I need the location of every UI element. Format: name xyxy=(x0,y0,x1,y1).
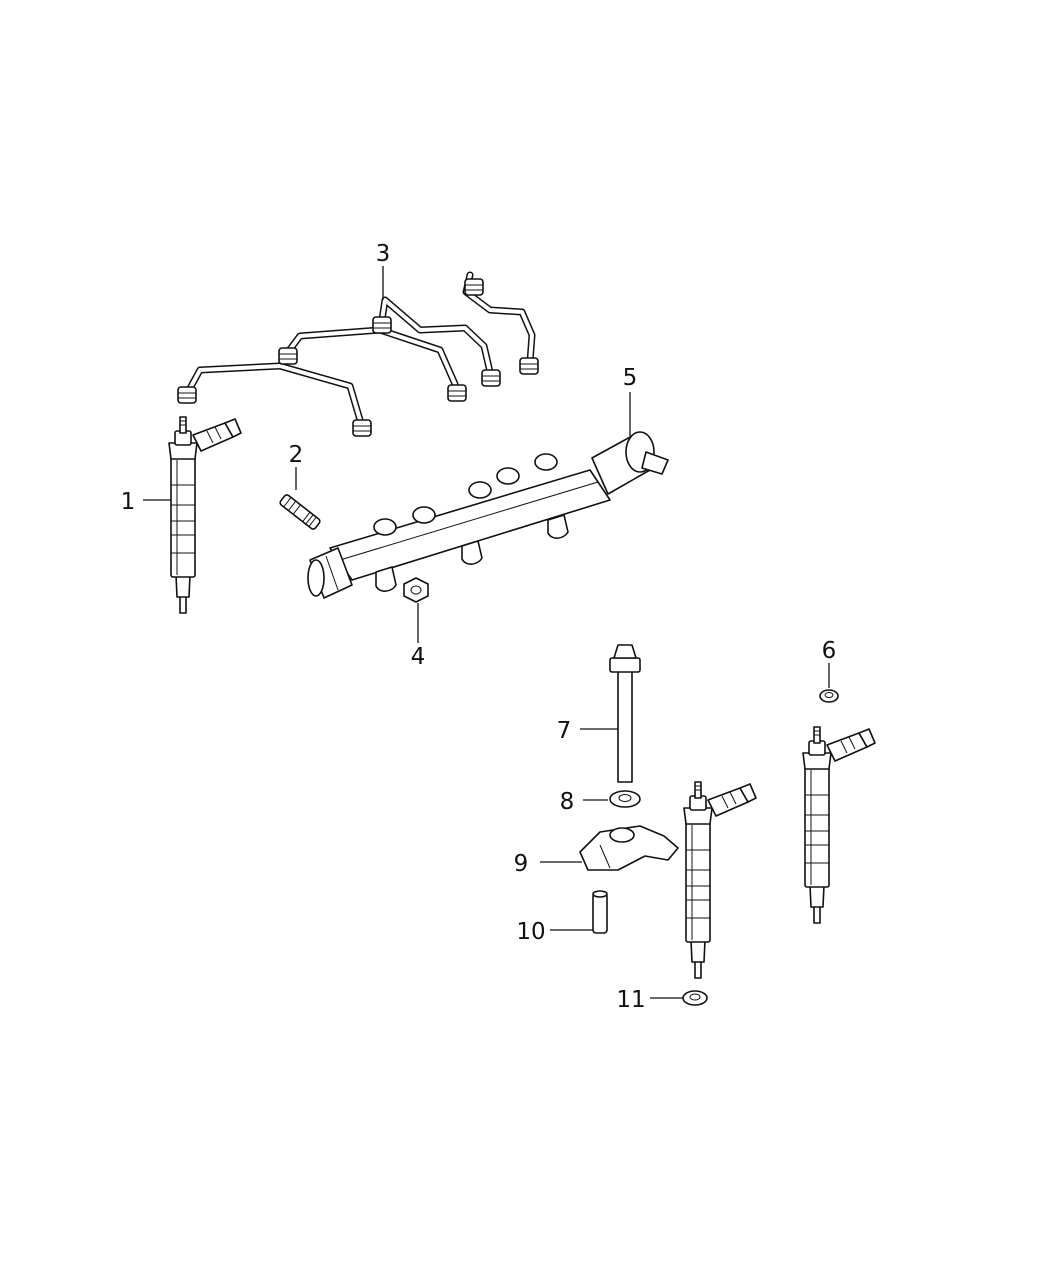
washer xyxy=(609,790,641,808)
dowel-pin xyxy=(592,890,608,934)
fuel-injector-lower-center xyxy=(683,781,757,979)
callout-8: 8 xyxy=(560,789,575,815)
leader-lines xyxy=(143,266,830,999)
callout-4: 4 xyxy=(411,644,426,670)
injector-seal xyxy=(682,990,708,1006)
callout-7: 7 xyxy=(557,718,572,744)
injector-clamp xyxy=(579,825,679,871)
callout-6: 6 xyxy=(822,638,837,664)
small-washer xyxy=(819,689,839,703)
callout-labels: 1 2 3 4 5 6 7 8 9 10 11 xyxy=(121,241,837,1013)
stud xyxy=(279,494,321,530)
callout-3: 3 xyxy=(376,241,391,267)
hold-down-bolt xyxy=(609,644,641,783)
callout-1: 1 xyxy=(121,489,136,515)
hex-nut xyxy=(403,577,429,603)
fuel-supply-tubes xyxy=(177,271,539,437)
callout-11: 11 xyxy=(616,987,645,1013)
callout-2: 2 xyxy=(289,442,304,468)
fuel-rail xyxy=(307,431,669,599)
callout-9: 9 xyxy=(514,851,529,877)
fuel-injector-lower-right xyxy=(802,726,876,924)
callout-5: 5 xyxy=(623,365,638,391)
callout-10: 10 xyxy=(516,919,545,945)
fuel-injector xyxy=(168,416,242,614)
